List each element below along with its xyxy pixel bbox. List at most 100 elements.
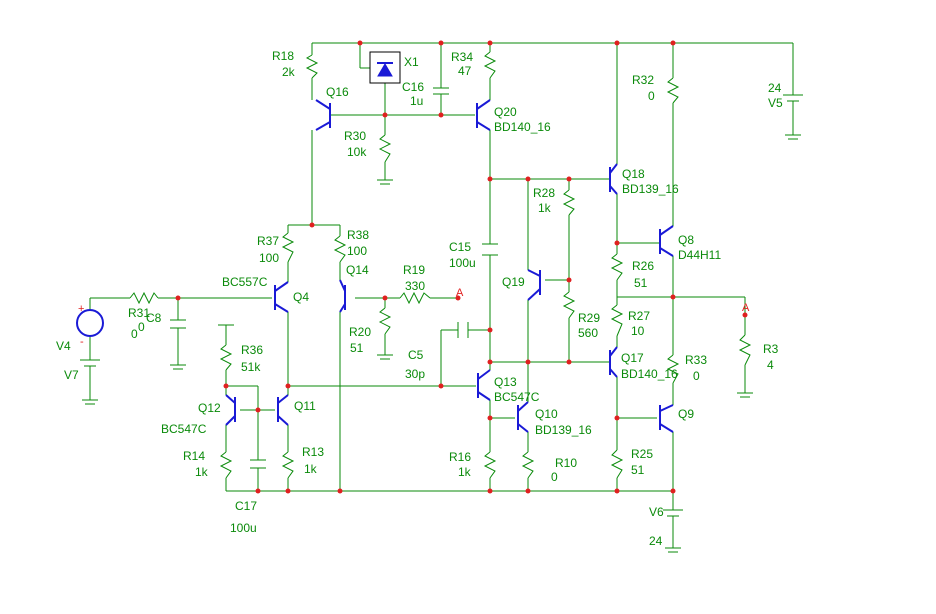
v5-value: 24 <box>768 81 782 95</box>
r19-value: 330 <box>405 279 425 293</box>
c5-value: 30p <box>405 367 425 381</box>
c5-ref: C5 <box>408 348 424 362</box>
r29-value: 560 <box>578 326 598 340</box>
junction-nodes <box>175 40 748 494</box>
r31-value: 0 <box>131 327 138 341</box>
c17-value: 100u <box>230 521 257 535</box>
x1-zener <box>369 51 401 84</box>
r26-value: 51 <box>634 276 648 290</box>
q4-ref: Q4 <box>293 290 309 304</box>
capacitors <box>170 87 498 469</box>
r38-resistor <box>333 235 347 263</box>
r30-ref: R30 <box>344 129 366 143</box>
ground-r3 <box>737 392 753 398</box>
r18-ref: R18 <box>272 49 294 63</box>
r3-resistor <box>738 334 752 366</box>
q18-model: BD139_16 <box>622 182 679 196</box>
q19-ref: Q19 <box>502 275 525 289</box>
r33-ref: R33 <box>685 353 707 367</box>
offpage-a-input: A <box>456 287 464 299</box>
q4-transistor <box>274 281 289 313</box>
ground-r20 <box>377 354 393 360</box>
c16-capacitor <box>433 87 449 95</box>
r20-ref: R20 <box>349 325 371 339</box>
r31-ref: R31 <box>128 306 150 320</box>
c16-ref: C16 <box>402 80 424 94</box>
r3-value: 4 <box>767 358 774 372</box>
r14-value: 1k <box>195 465 209 479</box>
offpage-a-output: A <box>742 302 750 314</box>
q10-model: BD139_16 <box>535 423 592 437</box>
r27-resistor <box>610 304 624 337</box>
r16-ref: R16 <box>449 450 471 464</box>
r28-value: 1k <box>538 201 552 215</box>
q12-ref: Q12 <box>198 401 221 415</box>
c8-value: 0 <box>138 320 145 334</box>
r18-resistor <box>305 54 319 79</box>
q4-model: BC557C <box>222 275 268 289</box>
ground-v5 <box>785 134 801 140</box>
r25-value: 51 <box>631 463 645 477</box>
r38-ref: R38 <box>347 228 369 242</box>
r36-resistor <box>219 344 233 371</box>
r10-value: 0 <box>551 470 558 484</box>
r16-value: 1k <box>458 465 472 479</box>
c15-capacitor <box>482 243 498 256</box>
r34-value: 47 <box>458 64 472 78</box>
q10-transistor <box>517 401 529 433</box>
r29-ref: R29 <box>578 311 600 325</box>
r37-value: 100 <box>259 251 279 265</box>
q19-transistor <box>527 269 541 301</box>
r34-ref: R34 <box>451 50 473 64</box>
r32-ref: R32 <box>632 73 654 87</box>
q10-ref: Q10 <box>535 407 558 421</box>
q9-ref: Q9 <box>678 407 694 421</box>
q16-ref: Q16 <box>326 85 349 99</box>
r13-ref: R13 <box>302 445 324 459</box>
ground-c8 <box>170 364 186 370</box>
sources <box>76 94 803 520</box>
transistors <box>225 99 674 433</box>
c17-ref: C17 <box>235 499 257 513</box>
r28-ref: R28 <box>533 186 555 200</box>
r19-resistor <box>399 291 431 305</box>
v4-minus-pin: - <box>80 336 84 348</box>
q13-model: BC547C <box>494 390 540 404</box>
r26-resistor <box>610 253 624 281</box>
r18-value: 2k <box>282 65 296 79</box>
grounds <box>82 134 801 553</box>
r10-ref: R10 <box>555 456 577 470</box>
v6-battery <box>663 509 683 520</box>
q20-transistor <box>476 99 491 131</box>
v7-battery <box>80 359 100 384</box>
r20-resistor <box>378 307 392 335</box>
r36-ref: R36 <box>241 343 263 357</box>
q14-transistor <box>339 279 346 313</box>
r25-resistor <box>610 449 624 479</box>
r14-resistor <box>219 451 233 479</box>
v5-battery <box>783 94 803 135</box>
q17-model: BD140_16 <box>621 367 678 381</box>
c8-capacitor <box>170 319 186 329</box>
q8-transistor <box>659 225 674 257</box>
r30-resistor <box>378 134 392 163</box>
q12-model: BC547C <box>161 422 207 436</box>
q17-ref: Q17 <box>621 351 644 365</box>
ground-v7 <box>82 399 98 405</box>
q18-ref: Q18 <box>622 167 645 181</box>
q13-ref: Q13 <box>494 375 517 389</box>
c15-ref: C15 <box>449 240 471 254</box>
r16-resistor <box>483 451 497 479</box>
q12-transistor <box>225 394 236 426</box>
r28-resistor <box>562 189 576 216</box>
q18-transistor <box>609 163 618 195</box>
r36-value: 51k <box>241 360 261 374</box>
q14-ref: Q14 <box>346 263 369 277</box>
r25-ref: R25 <box>631 447 653 461</box>
r30-value: 10k <box>347 145 367 159</box>
v4-plus-pin: + <box>78 303 84 315</box>
ground-r30 <box>377 179 393 185</box>
r20-value: 51 <box>350 341 364 355</box>
r10-resistor <box>521 451 535 479</box>
